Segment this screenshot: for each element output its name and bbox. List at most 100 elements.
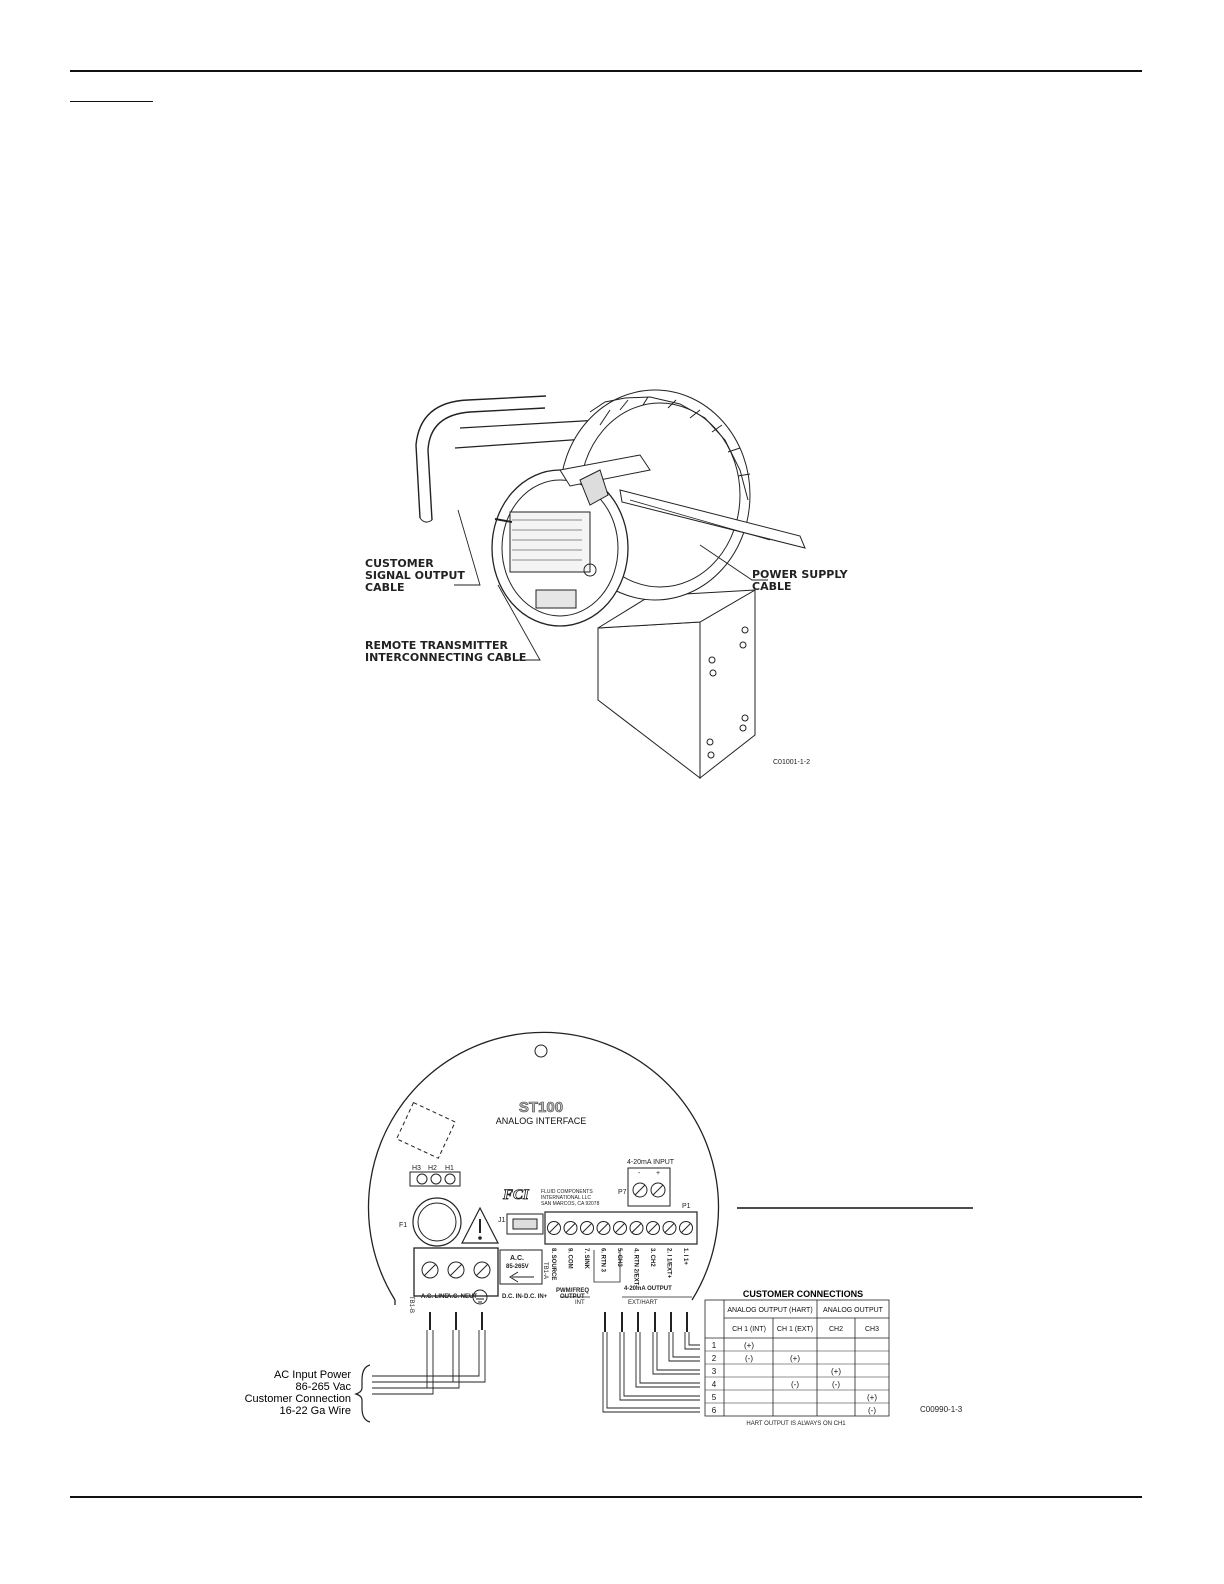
col-ch2: CH2	[829, 1326, 843, 1333]
p7-label: P7	[618, 1189, 627, 1196]
table-cells: 1(+)2(-)(+)3(+)4(-)(-)5(+)6(-)	[712, 1341, 878, 1415]
dashed-component-outline	[395, 1101, 456, 1159]
group-header-analog: ANALOG OUTPUT	[823, 1307, 884, 1314]
power-note-1: AC Input Power	[274, 1369, 351, 1381]
ac-line-label: A.C. LINE	[421, 1294, 448, 1300]
heater-label-h3: H3	[412, 1165, 421, 1172]
signal-terminal-label: 9. COM	[567, 1248, 573, 1269]
analog-interface-board	[367, 1031, 720, 1305]
mounting-bracket	[597, 589, 756, 780]
table-row-number: 4	[712, 1380, 717, 1389]
power-note-3: Customer Connection	[245, 1393, 351, 1405]
board-model: ST100	[519, 1099, 563, 1116]
col-ch1-int: CH 1 (INT)	[732, 1326, 766, 1333]
terminal-screw	[596, 1221, 611, 1235]
table-row-number: 2	[712, 1354, 717, 1363]
tb-b-label: TB1-B	[408, 1296, 414, 1313]
terminal-screw-slot	[615, 1223, 625, 1233]
terminal-screw-slot	[582, 1223, 592, 1233]
table-cell: (+)	[790, 1354, 800, 1363]
pwm-label-1: PWM/FREQ	[556, 1288, 589, 1294]
signal-wire	[656, 1332, 700, 1371]
power-wire	[372, 1330, 480, 1377]
power-wire	[372, 1330, 460, 1389]
input-plus: +	[656, 1170, 660, 1177]
table-row-number: 5	[712, 1393, 717, 1402]
ac-label-1: A.C.	[510, 1255, 524, 1262]
header-underline	[70, 101, 153, 102]
heater-label-h2: H2	[428, 1165, 437, 1172]
signal-wire	[623, 1332, 700, 1397]
signal-wire	[688, 1332, 700, 1346]
signal-terminal-label: 2. I 1/EXT+	[666, 1248, 672, 1279]
signal-terminal-label: 7. SINK	[583, 1248, 589, 1270]
ac-label-2: 85-265V	[506, 1264, 529, 1270]
signal-wire	[619, 1332, 700, 1401]
signal-terminal-label: 3. CH2	[649, 1248, 655, 1267]
tb-a-label: TB1-A	[542, 1262, 548, 1279]
table-note: HART OUTPUT IS ALWAYS ON CH1	[746, 1421, 846, 1427]
power-wire	[372, 1330, 486, 1383]
cable-bars	[559, 454, 806, 549]
col-ch1-ext: CH 1 (EXT)	[777, 1326, 813, 1333]
company-line-2: INTERNATIONAL LLC	[541, 1195, 591, 1201]
signal-terminal-label: 6. RTN 3	[600, 1248, 606, 1273]
input-block-title: 4-20mA INPUT	[627, 1159, 675, 1166]
remote-transmitter-figure	[415, 389, 806, 780]
signal-terminal-label: 4. RTN 2/EXT-	[633, 1248, 639, 1287]
dc-in-minus-label: D.C. IN-	[502, 1294, 524, 1300]
power-supply-label-1: POWER SUPPLY	[752, 568, 849, 581]
signal-wire	[602, 1332, 700, 1413]
power-wire	[372, 1330, 428, 1389]
signal-terminal-label: 1. I 1+	[682, 1248, 688, 1265]
jumper-label: J1	[498, 1217, 506, 1224]
terminal-screw-slot	[631, 1223, 642, 1233]
field-wiring	[372, 1312, 700, 1413]
terminal-screw-slot	[549, 1223, 559, 1233]
terminal-screw-slot	[681, 1223, 691, 1233]
remote-transmitter-label-2: INTERCONNECTING CABLE	[365, 651, 526, 664]
table-row-number: 6	[712, 1406, 717, 1415]
output-label: 4-20mA OUTPUT	[624, 1286, 672, 1292]
signal-terminal-label: 8. SOURCE	[550, 1248, 556, 1280]
terminal-screw-slot	[664, 1223, 675, 1233]
customer-signal-label-3: CABLE	[365, 581, 405, 594]
table-title: CUSTOMER CONNECTIONS	[743, 1289, 863, 1299]
table-cell: (-)	[745, 1354, 753, 1363]
group-header-hart: ANALOG OUTPUT (HART)	[727, 1307, 812, 1314]
enclosure-front	[491, 469, 629, 627]
table-row-number: 1	[712, 1341, 717, 1350]
table-cell: (-)	[868, 1406, 876, 1415]
company-line-3: SAN MARCOS, CA 92078	[541, 1201, 600, 1207]
fci-logo: FCI	[502, 1187, 530, 1203]
terminal-screw	[580, 1221, 594, 1235]
signal-wire	[684, 1332, 700, 1350]
leader-lines	[454, 509, 768, 661]
ac-neut-label: A.C. NEUT	[447, 1294, 477, 1300]
signal-wire	[635, 1332, 700, 1388]
input-minus: -	[638, 1170, 641, 1177]
table-cell: (+)	[831, 1367, 841, 1376]
signal-wire	[652, 1332, 700, 1375]
int-label: INT	[575, 1300, 585, 1306]
table-cell: (-)	[791, 1380, 799, 1389]
signal-terminal-screws	[547, 1221, 693, 1235]
fuse-label: F1	[399, 1222, 407, 1229]
power-note-4: 16-22 Ga Wire	[279, 1405, 351, 1417]
terminal-screw	[662, 1221, 677, 1235]
power-note-brace	[354, 1364, 371, 1423]
col-ch3: CH3	[865, 1326, 879, 1333]
company-line-1: FLUID COMPONENTS	[541, 1189, 593, 1195]
signal-wire	[639, 1332, 700, 1384]
signal-wire	[668, 1332, 700, 1362]
p1-label: P1	[682, 1203, 691, 1210]
terminal-screw	[563, 1221, 578, 1235]
customer-signal-label-2: SIGNAL OUTPUT	[365, 569, 465, 582]
terminal-screw	[679, 1221, 693, 1235]
terminal-screw	[547, 1221, 561, 1235]
customer-signal-label-1: CUSTOMER	[365, 557, 434, 570]
signal-wire	[672, 1332, 700, 1358]
table-cell: (-)	[832, 1380, 840, 1389]
